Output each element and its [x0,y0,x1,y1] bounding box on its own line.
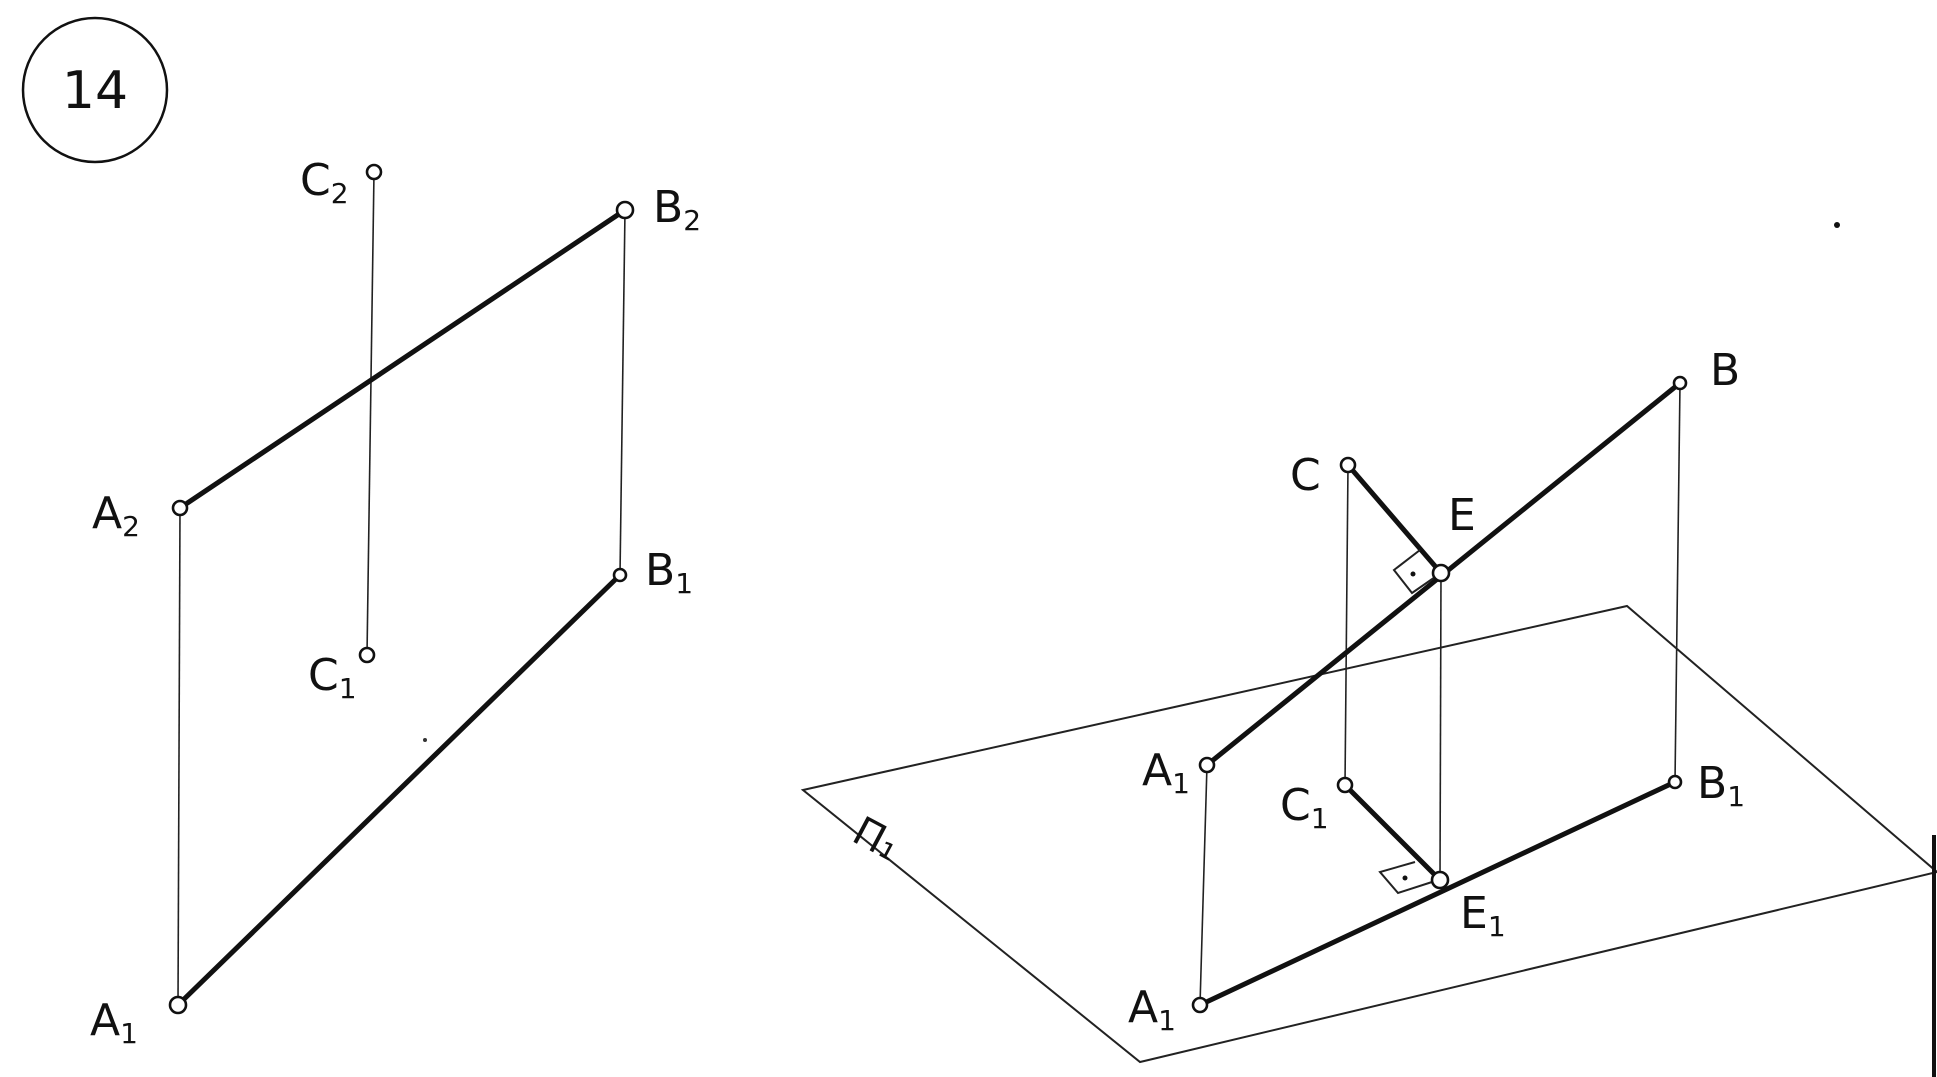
segment-a2-b2 [177,207,628,511]
link-a2-a1 [177,507,181,1006]
point-b1 [612,567,628,583]
segment-a1-b1 [175,572,623,1008]
badge-number: 14 [62,61,128,121]
link-e-e1 [1439,572,1442,881]
link-c2-c1 [366,171,375,656]
point-c1 [358,646,376,664]
link-b-b1 [1674,382,1681,783]
point-a [1198,756,1216,774]
label-b: B [1710,345,1740,396]
label-a1: A1 [90,995,138,1050]
point-b2 [615,200,635,220]
label-a1: A1 [1128,982,1176,1037]
point-b [1672,375,1688,391]
label-c1: C1 [308,650,357,705]
point-c [1339,456,1357,474]
link-c-c1 [1344,464,1349,786]
right-angle-mark-e [1392,549,1439,595]
point-a1 [1191,996,1209,1014]
point-e1 [1430,870,1450,890]
label-e: E [1448,490,1476,541]
ink-dot [423,738,427,742]
right-angle-mark-e1 [1378,861,1433,895]
right-figure: Π₁ B C E A1 C1 [800,345,1937,1064]
label-b1: B1 [1697,758,1745,813]
label-c: C [1290,450,1321,501]
segment-a1-b1 [1197,779,1678,1008]
point-c2 [365,163,383,181]
link-b2-b1 [619,209,626,576]
point-c1 [1336,776,1354,794]
point-e [1431,563,1451,583]
label-a-upper: A1 [1142,745,1190,800]
left-figure: C2 B2 A2 B1 C1 A1 [90,155,701,1050]
point-a2 [171,499,189,517]
segment-ce-perpendicular [1345,462,1444,576]
label-b1: B1 [645,545,693,600]
label-c1: C1 [1280,780,1329,835]
label-c2: C2 [300,155,349,210]
label-a2: A2 [92,488,140,543]
badge-circle [21,16,169,164]
link-a-a1 [1199,764,1208,1006]
projection-plane [800,604,1937,1064]
label-b2: B2 [653,182,701,237]
ink-dot [1834,222,1840,228]
plane-label: Π₁ [845,808,907,870]
problem-number-badge: 14 [21,16,169,164]
label-e1: E1 [1460,888,1506,943]
point-b1 [1667,774,1683,790]
segment-c1-e1 [1342,782,1443,883]
point-a1 [168,995,188,1015]
